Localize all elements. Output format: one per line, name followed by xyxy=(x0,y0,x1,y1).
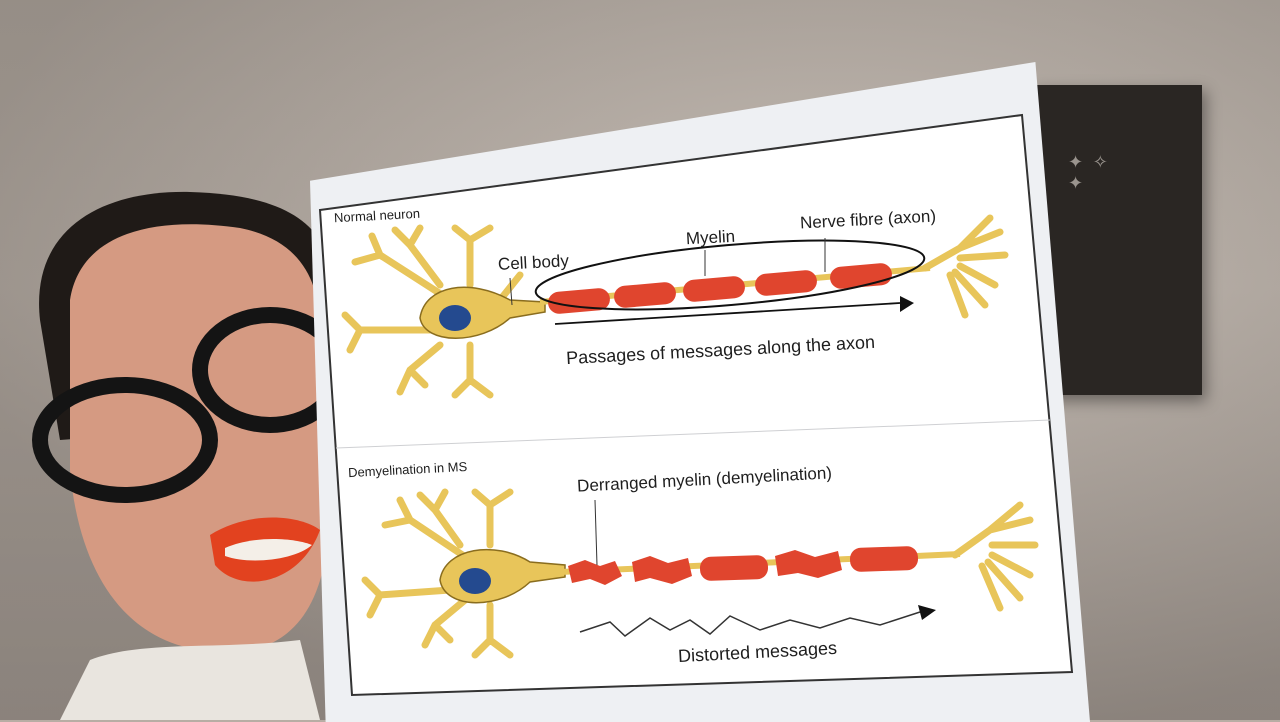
myelin-segment xyxy=(699,555,769,581)
myelin-segment xyxy=(614,282,676,308)
cell-body-pointer xyxy=(509,277,513,306)
ms-axon-terminals xyxy=(951,501,1039,612)
ms-neuron xyxy=(361,488,1039,659)
normal-neuron-nucleus xyxy=(439,305,471,331)
damaged-myelin-segment xyxy=(632,556,692,584)
myelin-segment xyxy=(849,546,919,572)
normal-neuron xyxy=(341,214,1009,399)
poster-decoration: ✦ ✧ ✦ xyxy=(1068,152,1110,194)
myelin-segment xyxy=(755,270,817,296)
ms-neuron-nucleus xyxy=(459,568,491,594)
deranged-myelin-pointer xyxy=(594,499,598,566)
damaged-myelin-segment xyxy=(775,550,842,578)
presenter-shirt xyxy=(60,640,320,720)
normal-axon-terminals xyxy=(921,214,1009,319)
presenter-teeth xyxy=(225,539,312,561)
normal-neuron-dendrites xyxy=(341,224,524,399)
diagram-frame xyxy=(318,113,1074,697)
ms-neuron-dendrites xyxy=(361,488,514,659)
cell-body-label: Cell body xyxy=(497,251,570,274)
diagram-divider xyxy=(335,419,1051,449)
glasses-left-lens xyxy=(32,377,218,503)
message-arrow xyxy=(554,302,901,325)
distorted-message-line xyxy=(579,611,921,637)
damaged-myelin-segment xyxy=(568,560,622,585)
myelin-segment xyxy=(683,276,745,302)
myelin-label: Myelin xyxy=(685,226,736,249)
distorted-message-arrow-head xyxy=(918,605,936,620)
handdrawn-axon-outline xyxy=(534,239,926,311)
message-arrow-head xyxy=(900,296,914,312)
